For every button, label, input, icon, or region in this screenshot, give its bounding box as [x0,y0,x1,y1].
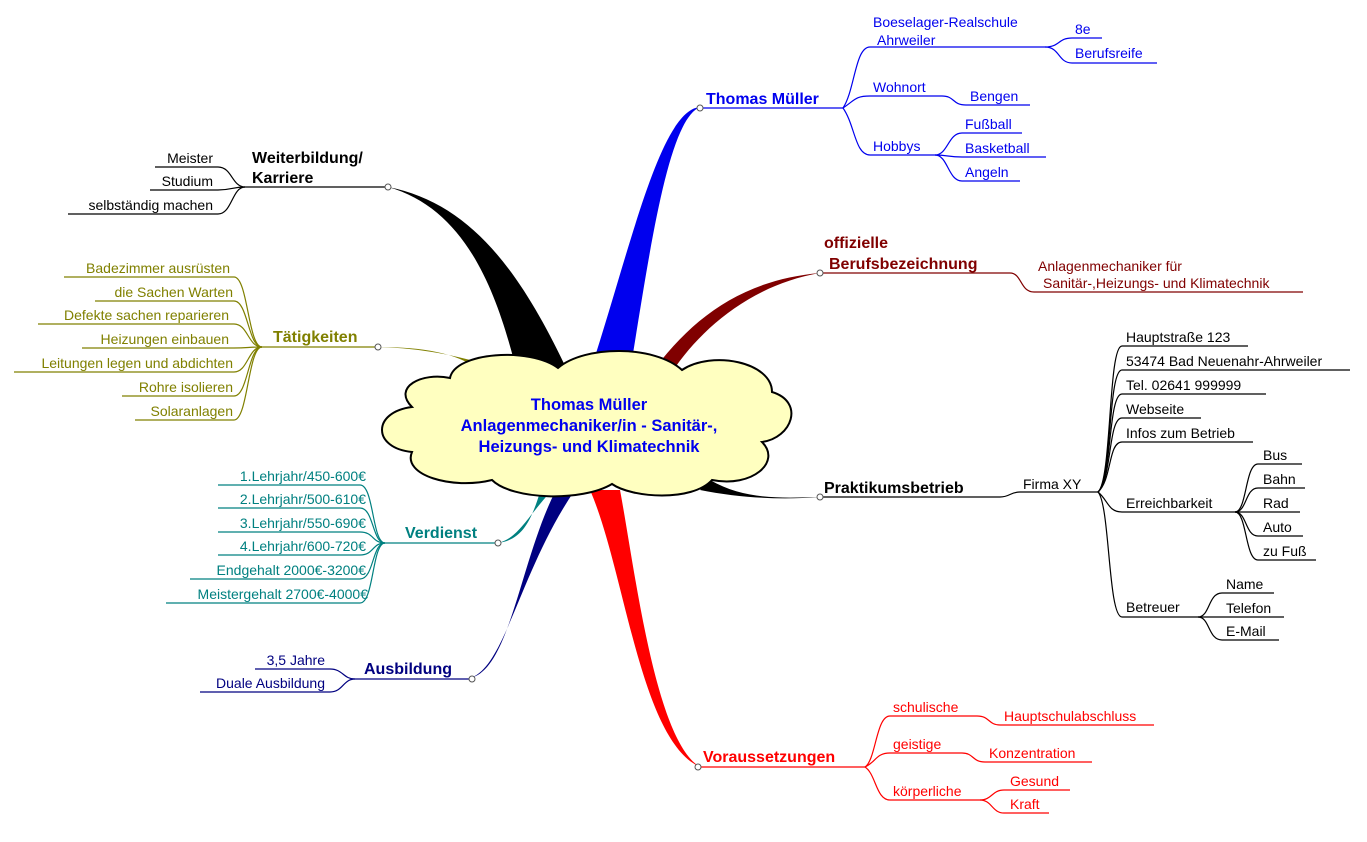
praktikum-detail[interactable]: 53474 Bad Neuenahr-Ahrweiler [1126,353,1322,369]
verdienst-item[interactable]: 4.Lehrjahr/600-720€ [240,538,366,554]
topic-voraussetzungen[interactable]: Voraussetzungen [703,749,835,766]
wohnort-label[interactable]: Wohnort [873,79,926,95]
geistige-label[interactable]: geistige [893,736,941,752]
topic-praktikum[interactable]: Praktikumsbetrieb [824,480,964,497]
school-label[interactable]: Boeselager-Realschule [873,14,1018,30]
koerperliche-item[interactable]: Gesund [1010,773,1059,789]
praktikum-detail[interactable]: Webseite [1126,401,1184,417]
praktikum-detail[interactable]: Hauptstraße 123 [1126,329,1230,345]
verdienst-item[interactable]: 2.Lehrjahr/500-610€ [240,491,366,507]
branch-ribbon-ausbildung [470,490,575,678]
hobbys-label[interactable]: Hobbys [873,138,920,154]
berufsbezeichnung-value-2[interactable]: Sanitär-,Heizungs- und Klimatechnik [1043,275,1270,291]
taetigkeit-item[interactable]: Leitungen legen und abdichten [41,355,233,371]
verdienst-item[interactable]: 1.Lehrjahr/450-600€ [240,468,366,484]
transport-item[interactable]: Bus [1263,447,1287,463]
branch-berufsbezeichnung: offizielle Berufsbezeichnung Anlagenmech… [816,235,1303,293]
topic-berufsbezeichnung[interactable]: offizielle [824,235,888,252]
taetigkeit-item[interactable]: die Sachen Warten [114,284,233,300]
koerperliche-label[interactable]: körperliche [893,783,962,799]
verdienst-item[interactable]: Endgehalt 2000€-3200€ [217,562,367,578]
class-label[interactable]: 8e [1075,21,1091,37]
branch-ribbon-thomas [590,107,700,372]
hobby-item[interactable]: Angeln [965,164,1009,180]
taetigkeit-item[interactable]: Rohre isolieren [139,379,233,395]
betreuer-item[interactable]: E-Mail [1226,623,1266,639]
verdienst-item[interactable]: 3.Lehrjahr/550-690€ [240,515,366,531]
transport-item[interactable]: zu Fuß [1263,543,1307,559]
betreuer-item[interactable]: Name [1226,576,1264,592]
branch-ribbon-verdienst [498,490,552,543]
branch-knob[interactable] [816,493,824,501]
praktikum-detail[interactable]: Tel. 02641 999999 [1126,377,1241,393]
center-cloud [381,350,793,498]
branch-weiterbildung: Weiterbildung/ Karriere Meister Studium … [68,150,392,215]
branch-verdienst: Verdienst 1.Lehrjahr/450-600€ 2.Lehrjahr… [166,468,502,604]
center-subtitle-1: Anlagenmechaniker/in - Sanitär-, [461,417,718,435]
topic-thomas[interactable]: Thomas Müller [706,91,819,108]
praktikum-detail[interactable]: Infos zum Betrieb [1126,425,1235,441]
transport-item[interactable]: Auto [1263,519,1292,535]
transport-item[interactable]: Rad [1263,495,1289,511]
branch-knob[interactable] [468,675,476,683]
branch-ribbon-voraussetzungen [590,490,700,767]
branch-praktikum: Praktikumsbetrieb Firma XY Hauptstraße 1… [816,329,1350,641]
center-title: Thomas Müller [531,396,648,414]
branch-knob[interactable] [494,539,502,547]
berufsbezeichnung-value[interactable]: Anlagenmechaniker für [1038,258,1182,274]
berufsreife-label[interactable]: Berufsreife [1075,45,1143,61]
branch-voraussetzungen: Voraussetzungen schulische Hauptschulabs… [694,699,1154,814]
topic-ausbildung[interactable]: Ausbildung [364,661,452,678]
koerperliche-item[interactable]: Kraft [1010,796,1040,812]
weiterbildung-item[interactable]: Meister [167,150,213,166]
ausbildung-item[interactable]: Duale Ausbildung [216,675,325,691]
branch-knob[interactable] [374,343,382,351]
branch-ribbon-praktikum [700,480,820,499]
topic-berufsbezeichnung-2[interactable]: Berufsbezeichnung [829,256,977,273]
transport-item[interactable]: Bahn [1263,471,1296,487]
hobby-item[interactable]: Basketball [965,140,1030,156]
branch-ribbon-weiterbildung [388,187,568,385]
weiterbildung-item[interactable]: Studium [162,173,213,189]
taetigkeit-item[interactable]: Badezimmer ausrüsten [86,260,230,276]
branch-knob[interactable] [816,269,824,277]
taetigkeit-item[interactable]: Solaranlagen [150,403,233,419]
branch-knob[interactable] [694,763,702,771]
topic-weiterbildung[interactable]: Weiterbildung/ [252,150,363,167]
bengen-label[interactable]: Bengen [970,88,1018,104]
branch-ribbon-berufsbezeichnung [650,273,820,375]
topic-verdienst[interactable]: Verdienst [405,525,478,542]
branch-taetigkeiten: Tätigkeiten Badezimmer ausrüsten die Sac… [14,260,382,421]
hobby-item[interactable]: Fußball [965,116,1012,132]
taetigkeit-item[interactable]: Heizungen einbauen [101,331,229,347]
branch-knob[interactable] [696,104,704,112]
weiterbildung-item[interactable]: selbständig machen [88,197,213,213]
hauptschulabschluss-label[interactable]: Hauptschulabschluss [1004,708,1136,724]
center-subtitle-2: Heizungs- und Klimatechnik [479,438,701,456]
schulische-label[interactable]: schulische [893,699,959,715]
school-label-2[interactable]: Ahrweiler [877,32,936,48]
konzentration-label[interactable]: Konzentration [989,745,1075,761]
verdienst-item[interactable]: Meistergehalt 2700€-4000€ [198,586,369,602]
betreuer-label[interactable]: Betreuer [1126,599,1180,615]
erreichbarkeit-label[interactable]: Erreichbarkeit [1126,495,1212,511]
betreuer-item[interactable]: Telefon [1226,600,1271,616]
firma-label[interactable]: Firma XY [1023,476,1082,492]
ausbildung-item[interactable]: 3,5 Jahre [267,652,326,668]
taetigkeit-item[interactable]: Defekte sachen reparieren [64,307,229,323]
topic-taetigkeiten[interactable]: Tätigkeiten [273,329,357,346]
topic-weiterbildung-2[interactable]: Karriere [252,170,313,187]
branch-ausbildung: Ausbildung 3,5 Jahre Duale Ausbildung [200,652,476,693]
branch-thomas: Thomas Müller Boeselager-Realschule Ahrw… [696,14,1157,182]
branch-knob[interactable] [384,183,392,191]
